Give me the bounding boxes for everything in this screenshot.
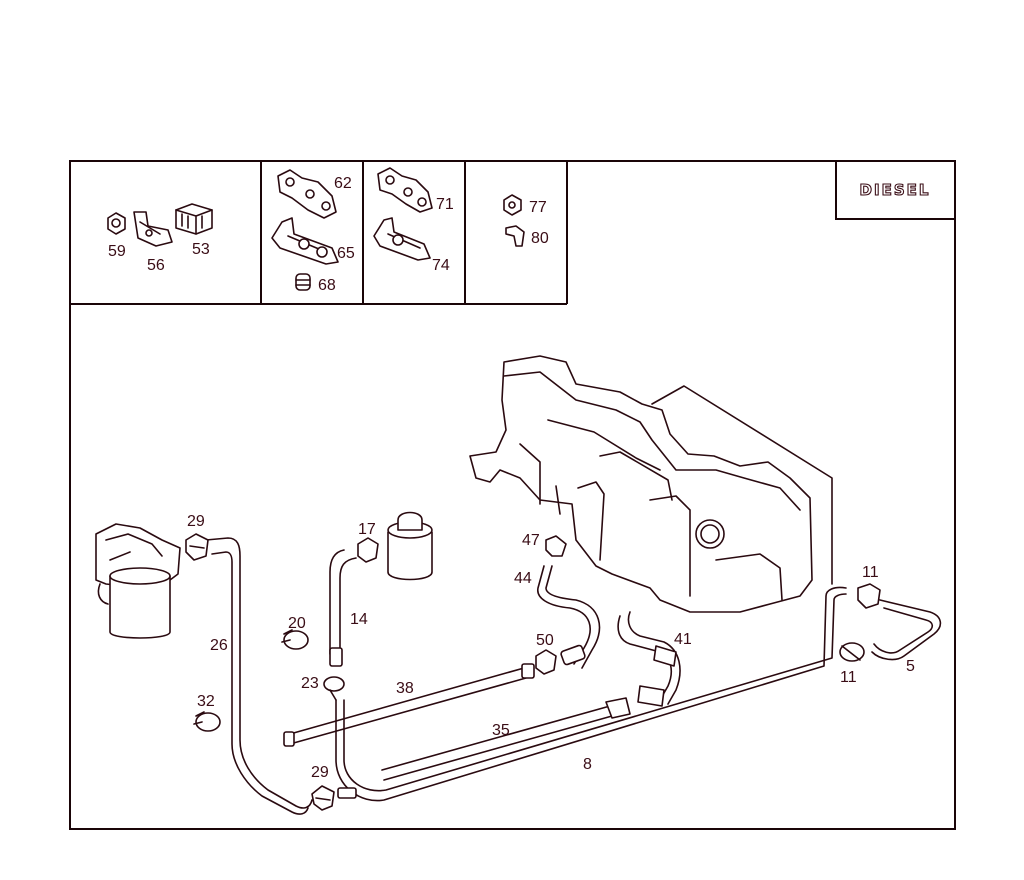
fuel-line-38: [283, 663, 535, 747]
fuel-filter-housing: [95, 523, 181, 639]
callout-35: 35: [492, 722, 510, 739]
bracket-56: [133, 211, 173, 247]
callout-29-bottom: 29: [311, 764, 329, 781]
fuel-line-8: [335, 586, 847, 802]
callout-80: 80: [531, 230, 549, 247]
callout-74: 74: [432, 257, 450, 274]
inset-fasteners: 77 80: [503, 194, 549, 247]
inset-mounting-clips: 59 56 53: [107, 203, 213, 274]
hose-5: [871, 599, 942, 661]
line-holder-62: [277, 169, 337, 219]
hose-clamp-20: [281, 629, 309, 650]
inset-line-holders-a: 62 65 68: [271, 169, 355, 294]
clip-23: [323, 676, 345, 701]
inset-line-holders-b: 71 74: [373, 167, 454, 274]
callout-8: 8: [583, 756, 592, 773]
callout-44: 44: [514, 570, 532, 587]
callout-65: 65: [337, 245, 355, 262]
diagram-frame: [69, 160, 956, 830]
hose-clamp-17: [357, 537, 379, 563]
callout-26: 26: [210, 637, 228, 654]
callout-59: 59: [108, 243, 126, 260]
hose-clamp-47: [545, 535, 567, 557]
hose-14: [329, 549, 357, 667]
bracket-74: [373, 217, 431, 261]
callout-20: 20: [288, 615, 306, 632]
diesel-badge: DIESEL: [835, 160, 956, 220]
screw-80: [505, 225, 525, 247]
fuel-line-35: [381, 697, 631, 781]
main-callouts: 29 26 32 29 17 14 20 23 38 35 8 47 44 50…: [187, 513, 915, 781]
prefilter: [387, 511, 433, 581]
callout-38: 38: [396, 680, 414, 697]
line-holder-71: [377, 167, 433, 213]
grommet-68: [295, 273, 311, 291]
callout-53: 53: [192, 241, 210, 258]
hose-44: [537, 565, 601, 669]
hose-clamp-32: [193, 711, 221, 732]
callout-29-top: 29: [187, 513, 205, 530]
hose-clamp-29-top: [185, 533, 209, 561]
callout-50: 50: [536, 632, 554, 649]
hose-clamp-50: [535, 649, 557, 675]
bracket-65: [271, 217, 339, 265]
diesel-badge-text: DIESEL: [860, 181, 931, 199]
callout-62: 62: [334, 175, 352, 192]
callout-11-top: 11: [862, 564, 879, 581]
hose-clamp-11-top: [857, 583, 881, 609]
callout-5: 5: [906, 658, 915, 675]
hose-clamp-11-bottom: [839, 642, 865, 662]
callout-71: 71: [436, 196, 454, 213]
fuel-tank: [469, 355, 833, 613]
nut-59: [107, 212, 126, 235]
callout-56: 56: [147, 257, 165, 274]
callout-23: 23: [301, 675, 319, 692]
rubber-block-53: [175, 203, 213, 235]
hose-clamp-29-bottom: [311, 785, 335, 811]
callout-68: 68: [318, 277, 336, 294]
callout-14: 14: [350, 611, 368, 628]
clip-nut-77: [503, 194, 522, 216]
callout-77: 77: [529, 199, 547, 216]
callout-47: 47: [522, 532, 540, 549]
hose-26: [205, 537, 313, 815]
callout-41: 41: [674, 631, 692, 648]
callout-17: 17: [358, 521, 376, 538]
hose-41: [617, 611, 681, 707]
connector-29b-line: [337, 787, 357, 799]
callout-32: 32: [197, 693, 215, 710]
callout-11-bottom: 11: [840, 669, 857, 686]
